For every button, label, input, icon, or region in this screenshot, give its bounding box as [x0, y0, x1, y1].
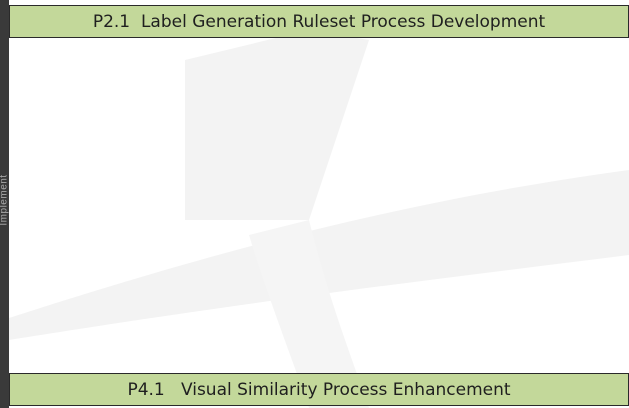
- process-bar-top: P2.1 Label Generation Ruleset Process De…: [9, 5, 629, 38]
- watermark-vertical-shape: [185, 30, 369, 220]
- process-id-top: P2.1: [92, 11, 131, 32]
- watermark-curve-shape: [249, 220, 369, 408]
- process-id-bottom: P4.1: [127, 379, 165, 400]
- process-title-bottom: Visual Similarity Process Enhancement: [180, 379, 511, 400]
- process-title-top: Label Generation Ruleset Process Develop…: [140, 11, 546, 32]
- phase-strip: Implement: [0, 0, 10, 408]
- process-bar-bottom: P4.1 Visual Similarity Process Enhanceme…: [9, 373, 629, 406]
- watermark-swoosh-shape: [9, 170, 629, 340]
- diagram-canvas: P2.1 Label Generation Ruleset Process De…: [9, 0, 629, 408]
- process-body: [9, 38, 629, 372]
- watermark-logo: [9, 30, 629, 408]
